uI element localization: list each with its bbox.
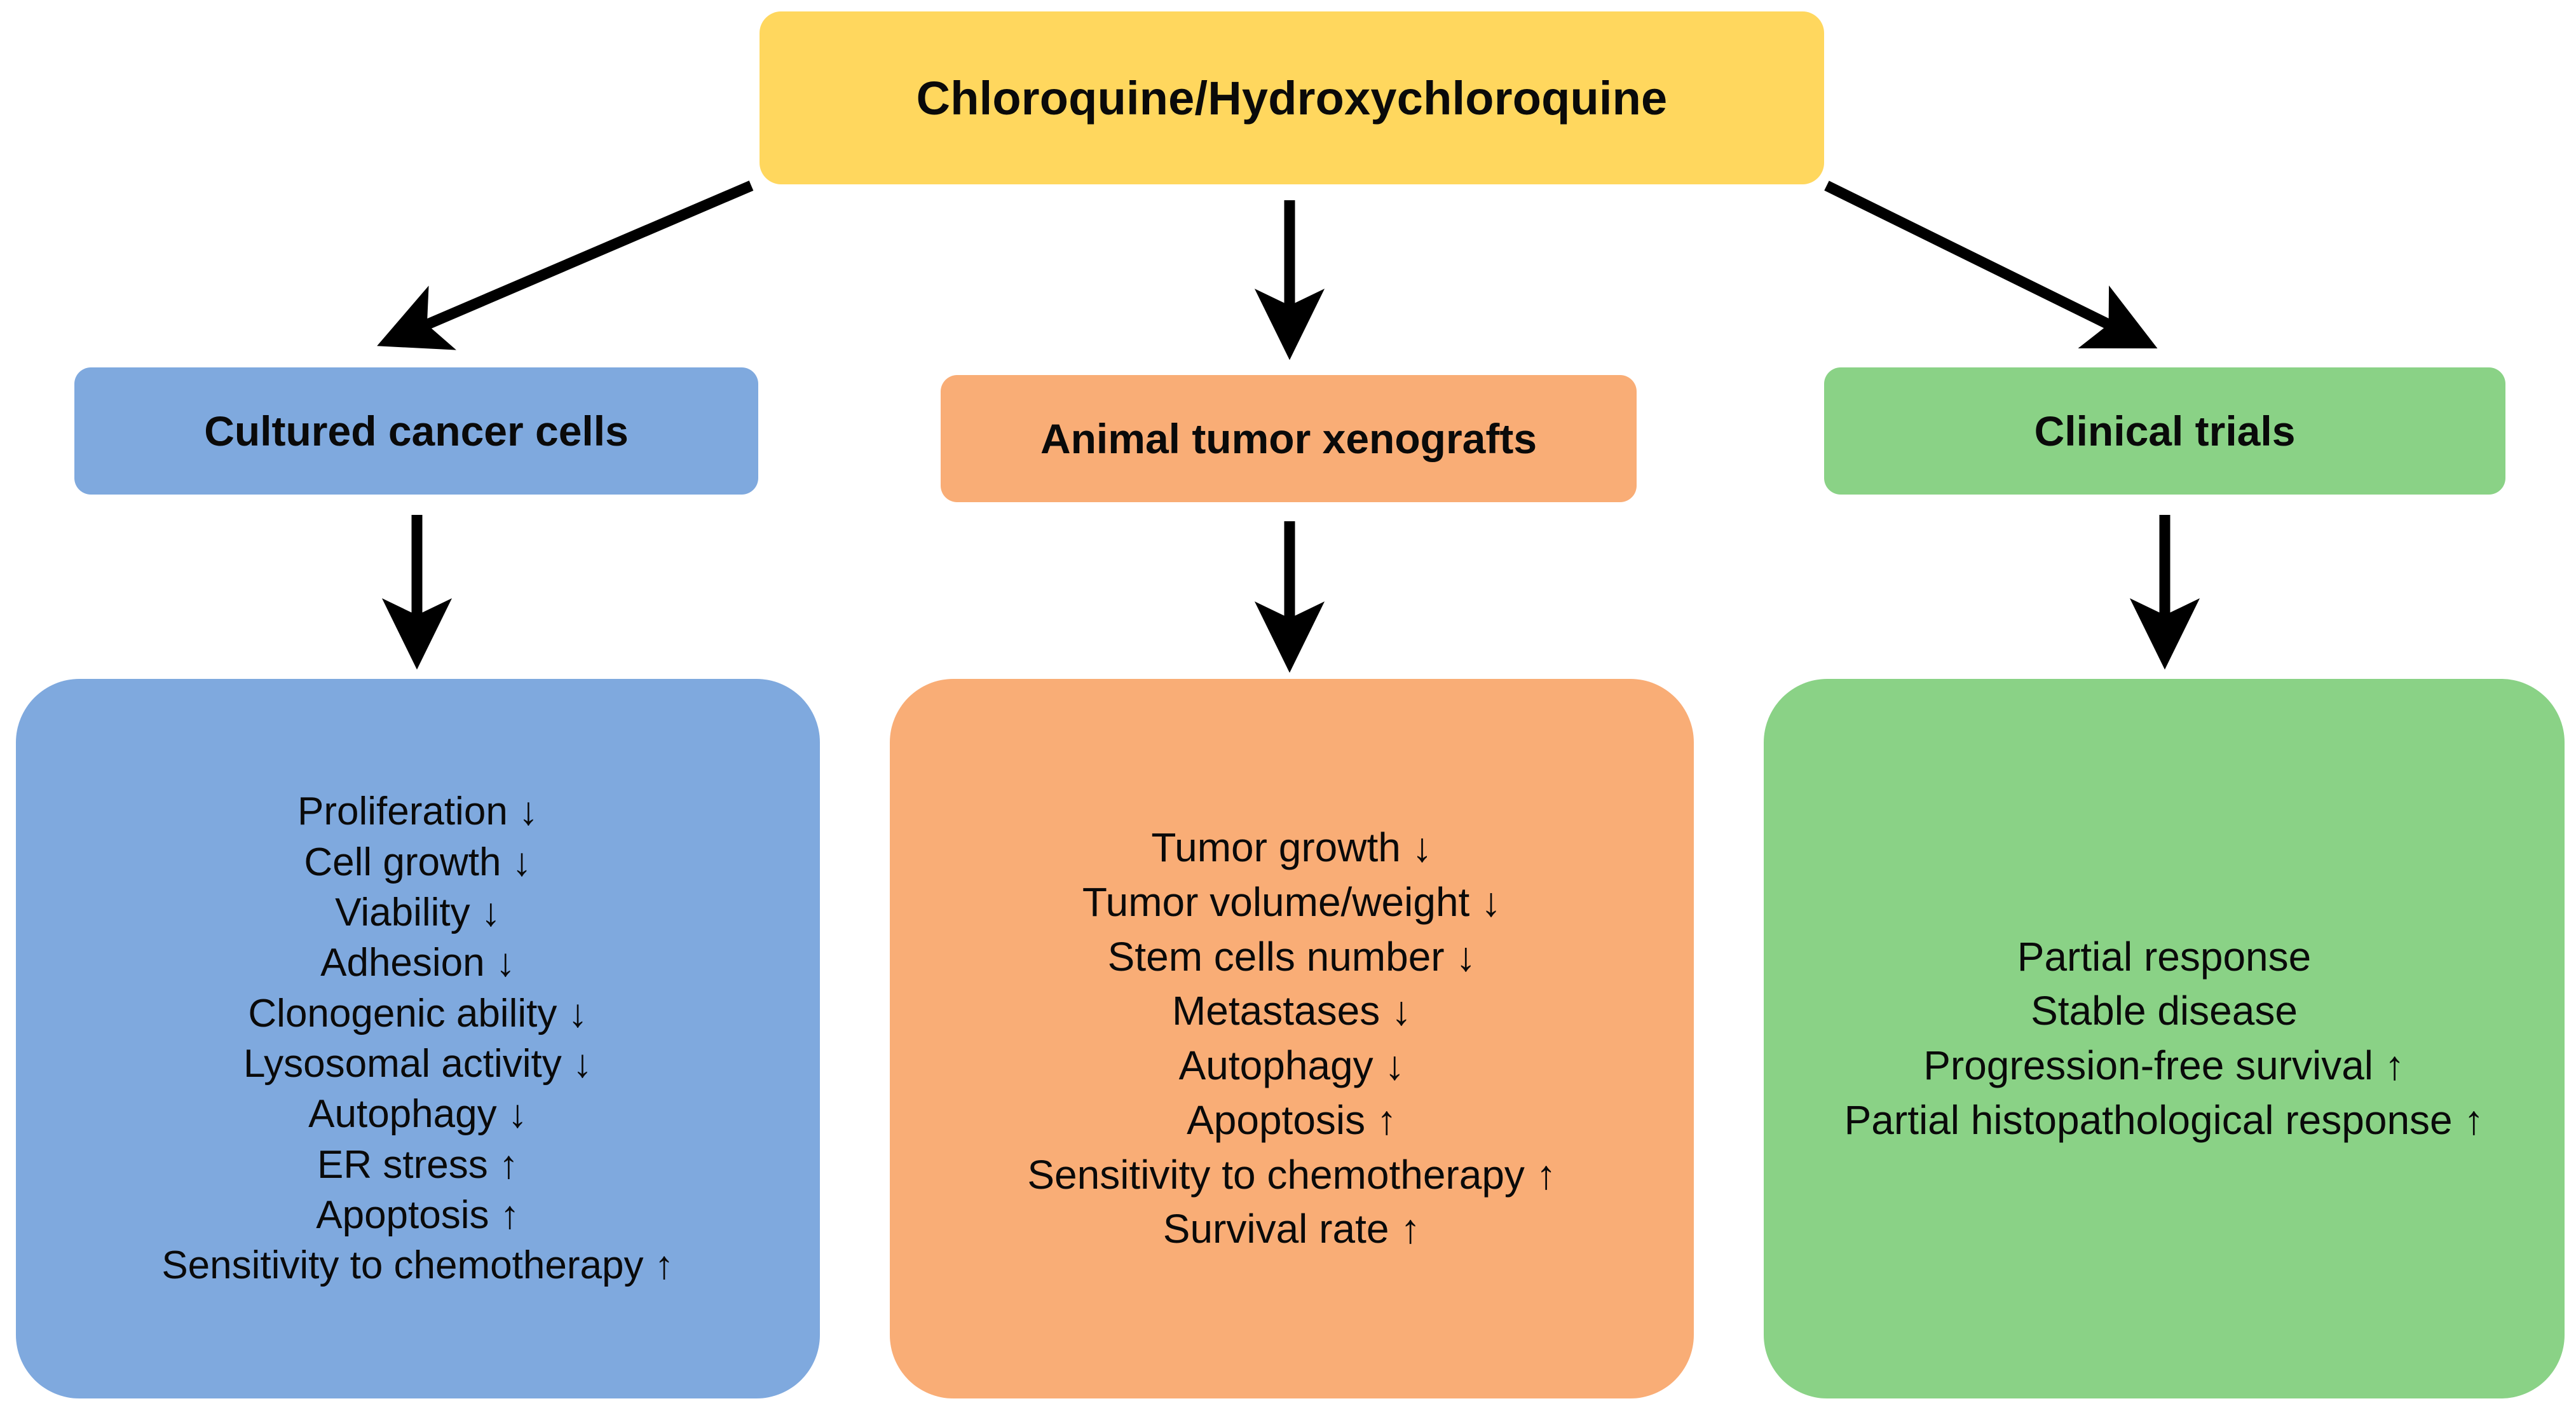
root-node-label: Chloroquine/Hydroxychloroquine (916, 71, 1668, 125)
outcome-panel-animal-tumor-xenografts: Tumor growth ↓ Tumor volume/weight ↓ Ste… (890, 679, 1694, 1398)
outcome-item: Cell growth ↓ (304, 840, 532, 884)
outcome-list: Tumor growth ↓ Tumor volume/weight ↓ Ste… (901, 821, 1682, 1257)
outcome-item: Lysosomal activity ↓ (243, 1042, 592, 1086)
branch-header-label: Clinical trials (2034, 407, 2296, 455)
outcome-item: Apoptosis ↑ (316, 1193, 520, 1238)
outcome-item: Tumor growth ↓ (1151, 824, 1433, 870)
branch-header-label: Animal tumor xenografts (1040, 415, 1537, 462)
outcome-item: Sensitivity to chemotherapy ↑ (161, 1243, 674, 1288)
outcome-item: Stable disease (2031, 988, 2298, 1034)
outcome-item: Survival rate ↑ (1162, 1206, 1421, 1252)
branch-header-cultured-cancer-cells[interactable]: Cultured cancer cells (74, 367, 758, 495)
outcome-item: ER stress ↑ (317, 1142, 519, 1187)
root-node-chloroquine[interactable]: Chloroquine/Hydroxychloroquine (760, 11, 1824, 184)
arrow-root-to-clinical (1824, 181, 2158, 349)
outcome-item: Progression-free survival ↑ (1923, 1042, 2405, 1088)
outcome-item: Proliferation ↓ (297, 789, 539, 834)
branch-header-clinical-trials[interactable]: Clinical trials (1824, 367, 2505, 495)
arrow-root-to-cultured (377, 181, 754, 350)
outcome-panel-clinical-trials: Partial response Stable disease Progress… (1764, 679, 2565, 1398)
outcome-item: Stem cells number ↓ (1107, 933, 1476, 980)
outcome-item: Autophagy ↓ (1178, 1042, 1405, 1088)
outcome-item: Partial response (2017, 933, 2312, 980)
outcome-item: Viability ↓ (335, 890, 501, 934)
branch-header-label: Cultured cancer cells (204, 407, 629, 455)
outcome-panel-cultured-cancer-cells: Proliferation ↓ Cell growth ↓ Viability … (16, 679, 820, 1398)
outcome-list: Partial response Stable disease Progress… (1775, 930, 2553, 1148)
outcome-item: Clonogenic ability ↓ (248, 991, 588, 1035)
outcome-list: Proliferation ↓ Cell growth ↓ Viability … (27, 786, 808, 1291)
outcome-item: Apoptosis ↑ (1187, 1097, 1397, 1143)
outcome-item: Autophagy ↓ (308, 1092, 528, 1137)
outcome-item: Partial histopathological response ↑ (1844, 1097, 2484, 1143)
outcome-item: Tumor volume/weight ↓ (1082, 878, 1502, 925)
outcome-item: Metastases ↓ (1171, 988, 1412, 1034)
outcome-item: Sensitivity to chemotherapy ↑ (1027, 1151, 1557, 1198)
outcome-item: Adhesion ↓ (320, 941, 515, 985)
branch-header-animal-tumor-xenografts[interactable]: Animal tumor xenografts (941, 375, 1637, 502)
